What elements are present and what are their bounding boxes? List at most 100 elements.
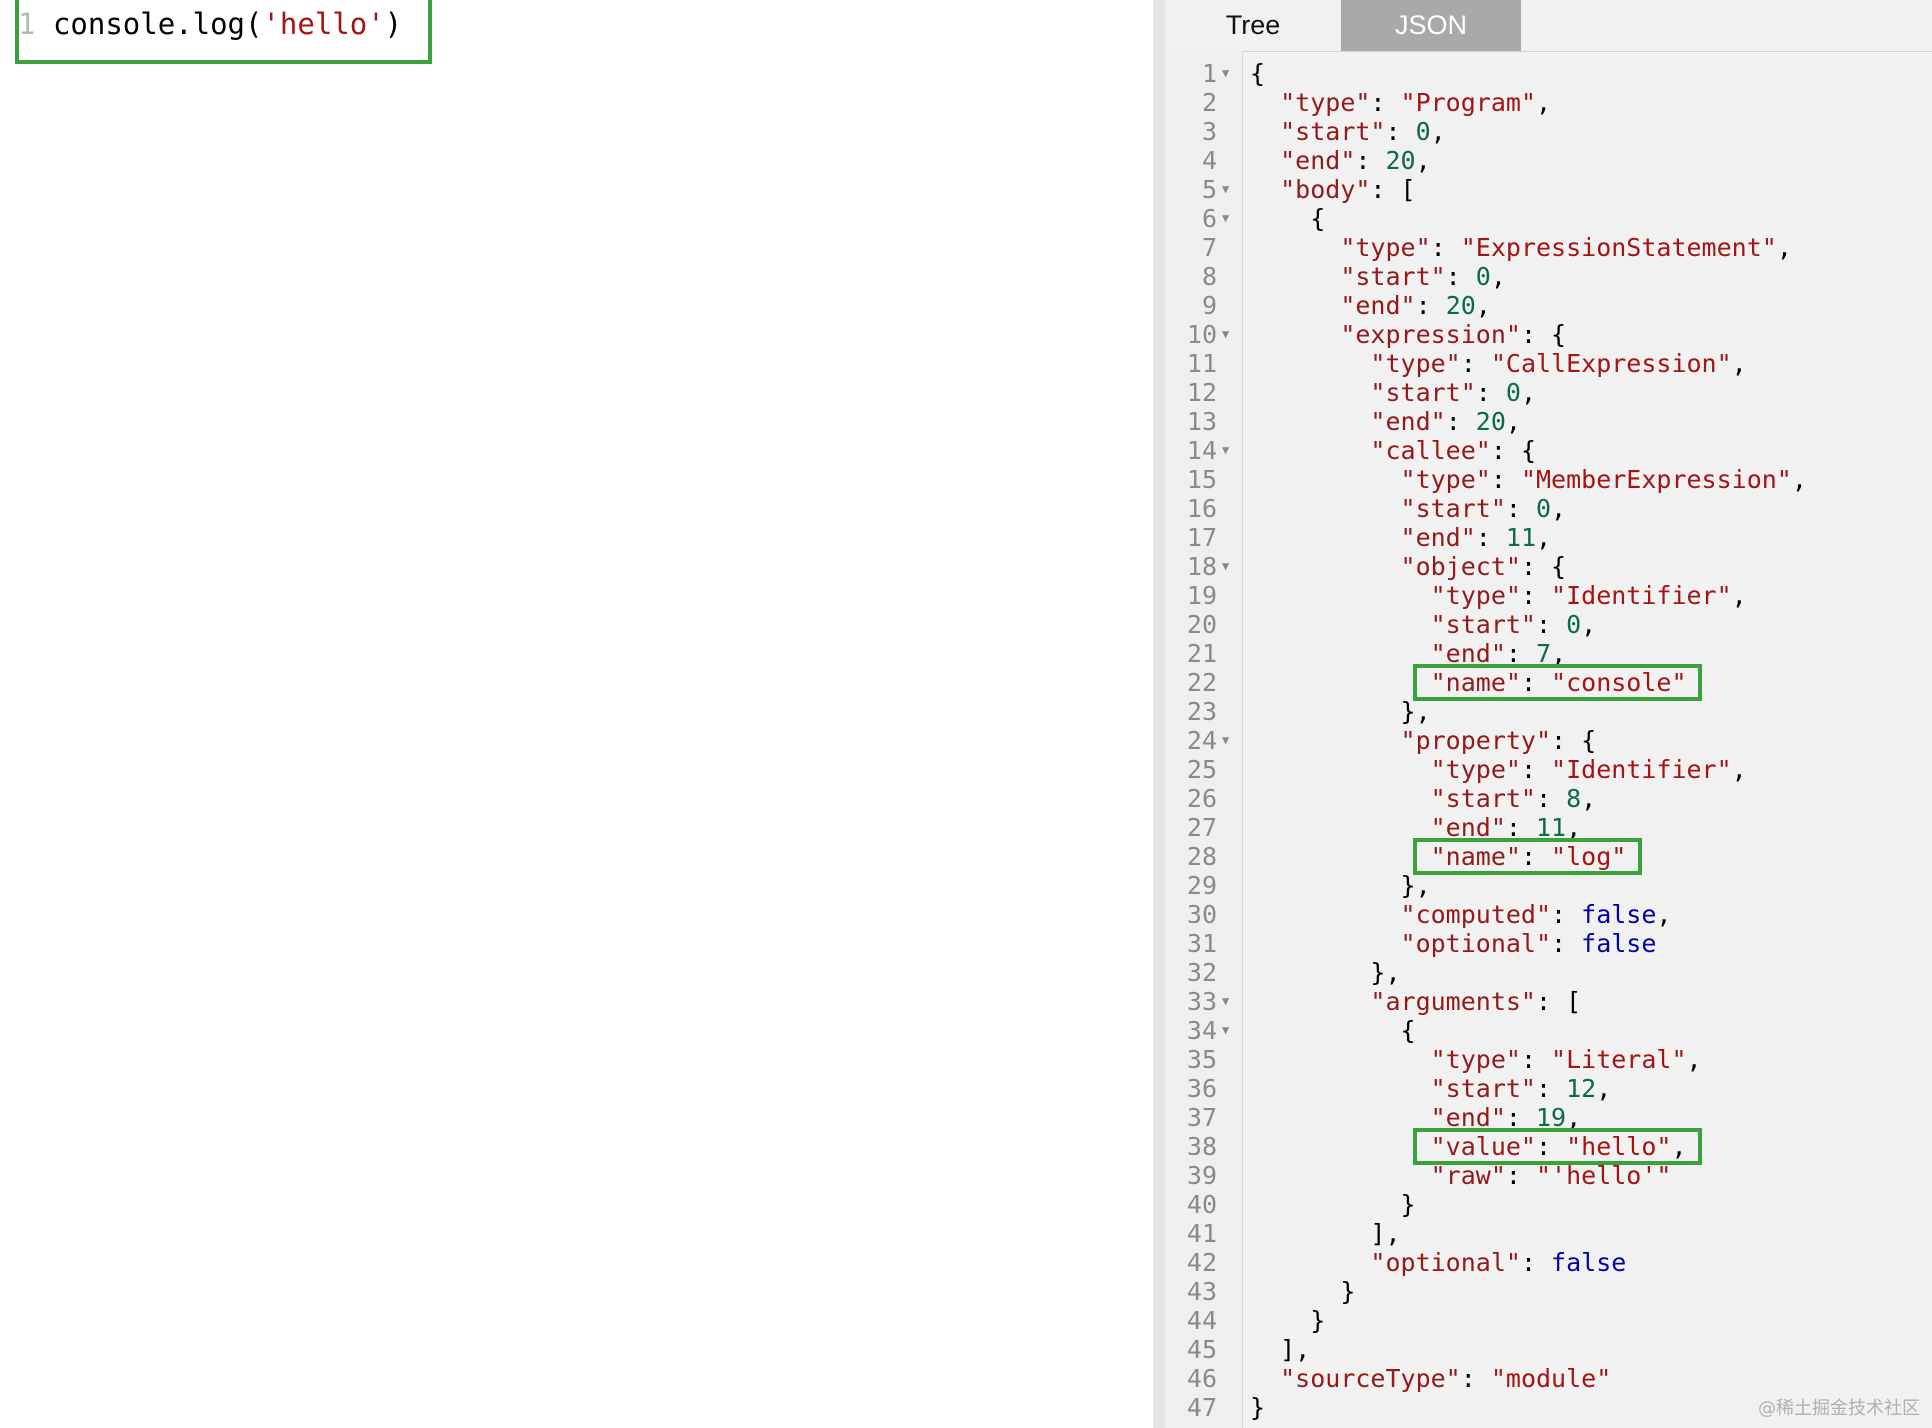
pane-divider[interactable] xyxy=(1153,0,1165,1428)
json-punct: : xyxy=(1505,1161,1536,1190)
indent xyxy=(1250,755,1431,784)
json-punct: : { xyxy=(1551,726,1597,755)
json-punct: , xyxy=(1776,233,1792,262)
json-number: 11 xyxy=(1505,523,1536,552)
code-line: 44 } xyxy=(1165,1306,1932,1335)
fold-toggle-icon[interactable]: ▼ xyxy=(1222,443,1230,457)
indent xyxy=(1250,1016,1401,1045)
json-string: "Program" xyxy=(1400,88,1536,117)
code-line: 5▼ "body": [ xyxy=(1165,175,1932,204)
code-text: "expression": { xyxy=(1250,320,1566,349)
line-gutter xyxy=(1165,51,1243,1428)
code-line: 42 "optional": false xyxy=(1165,1248,1932,1277)
json-key: "object" xyxy=(1400,552,1521,581)
indent xyxy=(1250,378,1370,407)
json-number: 12 xyxy=(1566,1074,1597,1103)
json-punct: , xyxy=(1490,262,1506,291)
json-punct: ], xyxy=(1280,1335,1311,1364)
fold-toggle-icon[interactable]: ▼ xyxy=(1222,182,1230,196)
code-text: "start": 0, xyxy=(1250,117,1446,146)
json-key: "start" xyxy=(1430,784,1536,813)
code-line: 17 "end": 11, xyxy=(1165,523,1932,552)
code-text: "type": "ExpressionStatement", xyxy=(1250,233,1792,262)
fold-toggle-icon[interactable]: ▼ xyxy=(1222,733,1230,747)
code-text: "end": 20, xyxy=(1250,291,1491,320)
indent xyxy=(1250,726,1401,755)
line-number: 23 xyxy=(1186,697,1217,726)
code-text: "callee": { xyxy=(1250,436,1536,465)
fold-toggle-icon[interactable]: ▼ xyxy=(1222,327,1230,341)
json-punct: , xyxy=(1536,88,1552,117)
json-punct: : xyxy=(1520,755,1552,784)
json-key: "end" xyxy=(1280,146,1356,175)
line-number: 29 xyxy=(1186,871,1217,900)
indent xyxy=(1250,117,1280,146)
json-number: 20 xyxy=(1385,146,1416,175)
code-line: 43 } xyxy=(1165,1277,1932,1306)
json-punct: : xyxy=(1370,88,1401,117)
code-text: "name": "console" xyxy=(1250,668,1687,697)
tab-tree[interactable]: Tree xyxy=(1225,10,1281,40)
indent xyxy=(1250,146,1280,175)
line-number: 6 xyxy=(1201,204,1217,233)
json-punct: : [ xyxy=(1536,987,1582,1016)
line-number: 46 xyxy=(1186,1364,1217,1393)
json-number: 0 xyxy=(1415,117,1431,146)
indent xyxy=(1250,465,1401,494)
json-key: "name" xyxy=(1430,668,1521,697)
indent xyxy=(1250,813,1431,842)
json-punct: : xyxy=(1520,842,1552,871)
json-number: 8 xyxy=(1566,784,1582,813)
view-tabs: Tree JSON xyxy=(1165,0,1932,52)
tab-json[interactable]: JSON xyxy=(1341,0,1521,51)
indent xyxy=(1250,784,1431,813)
fold-toggle-icon[interactable]: ▼ xyxy=(1222,994,1230,1008)
json-punct: : xyxy=(1460,349,1491,378)
code-text: { xyxy=(1250,59,1265,88)
json-punct: : { xyxy=(1490,436,1536,465)
editor-line[interactable]: 1 console.log('hello') xyxy=(18,6,402,42)
code-line: 24▼ "property": { xyxy=(1165,726,1932,755)
json-punct: : xyxy=(1505,813,1536,842)
line-number: 4 xyxy=(1201,146,1217,175)
indent xyxy=(1250,1306,1310,1335)
json-punct: : xyxy=(1445,407,1476,436)
indent xyxy=(1250,958,1370,987)
fold-toggle-icon[interactable]: ▼ xyxy=(1222,211,1230,225)
line-number: 22 xyxy=(1186,668,1217,697)
fold-toggle-icon[interactable]: ▼ xyxy=(1222,559,1230,573)
code-text: "end": 20, xyxy=(1250,146,1431,175)
indent xyxy=(1250,1074,1431,1103)
json-code-view[interactable]: 1▼{2 "type": "Program",3 "start": 0,4 "e… xyxy=(1165,59,1932,1422)
indent xyxy=(1250,639,1431,668)
code-editor[interactable]: 1 console.log('hello') xyxy=(0,0,1153,1428)
json-punct: , xyxy=(1731,755,1747,784)
code-text: "value": "hello", xyxy=(1250,1132,1687,1161)
code-text: "body": [ xyxy=(1250,175,1415,204)
line-number: 11 xyxy=(1186,349,1217,378)
line-number: 13 xyxy=(1186,407,1217,436)
json-punct: , xyxy=(1520,378,1537,407)
json-punct: ], xyxy=(1370,1219,1401,1248)
line-number: 24 xyxy=(1186,726,1217,755)
json-key: "optional" xyxy=(1370,1248,1521,1277)
fold-toggle-icon[interactable]: ▼ xyxy=(1222,66,1230,80)
json-string: "'hello'" xyxy=(1536,1161,1672,1190)
indent xyxy=(1250,1335,1280,1364)
code-line: 47} xyxy=(1165,1393,1932,1422)
code-text: { xyxy=(1250,1016,1416,1045)
line-number: 42 xyxy=(1186,1248,1217,1277)
code-text: "type": "MemberExpression", xyxy=(1250,465,1807,494)
json-punct: : xyxy=(1535,784,1567,813)
code-line: 6▼ { xyxy=(1165,204,1932,233)
code-text: "object": { xyxy=(1250,552,1567,581)
json-key: "callee" xyxy=(1370,436,1491,465)
json-punct: : xyxy=(1385,117,1416,146)
code-text: "start": 8, xyxy=(1250,784,1597,813)
json-punct: : xyxy=(1535,1074,1567,1103)
code-text: "optional": false xyxy=(1250,1248,1626,1277)
indent xyxy=(1250,1248,1370,1277)
code-line: 39 "raw": "'hello'" xyxy=(1165,1161,1932,1190)
code-line: 46 "sourceType": "module" xyxy=(1165,1364,1932,1393)
fold-toggle-icon[interactable]: ▼ xyxy=(1222,1023,1230,1037)
